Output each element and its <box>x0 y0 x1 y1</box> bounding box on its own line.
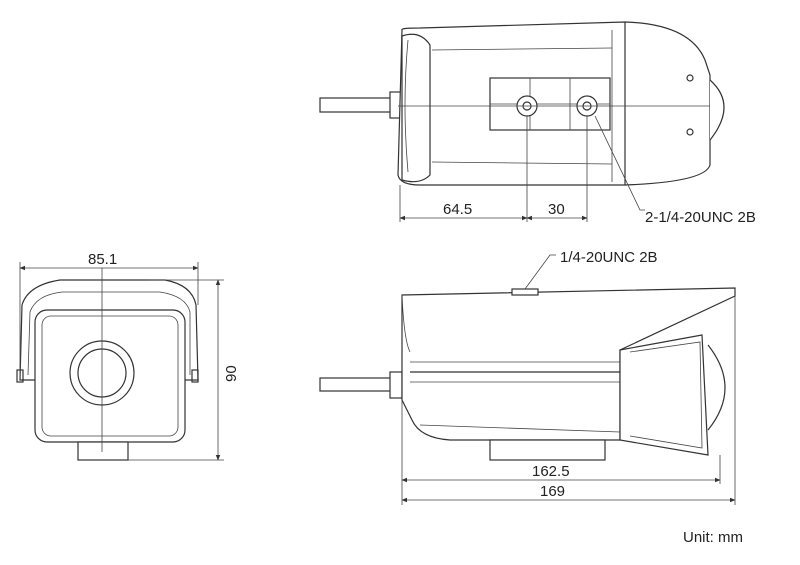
dim-front-width: 85.1 <box>88 251 117 268</box>
side-view <box>319 254 736 505</box>
bottom-view <box>319 21 725 222</box>
dim-length-body: 162.5 <box>532 463 570 480</box>
dim-length-total: 169 <box>540 483 565 500</box>
dim-mount-spacing: 30 <box>548 201 565 218</box>
label-top-thread: 1/4-20UNC 2B <box>560 249 658 266</box>
label-bottom-thread: 2-1/4-20UNC 2B <box>645 209 756 226</box>
dim-front-height: 90 <box>223 365 240 382</box>
unit-label: Unit: mm <box>683 529 743 546</box>
dim-mount-offset: 64.5 <box>443 201 472 218</box>
front-view <box>16 262 224 461</box>
